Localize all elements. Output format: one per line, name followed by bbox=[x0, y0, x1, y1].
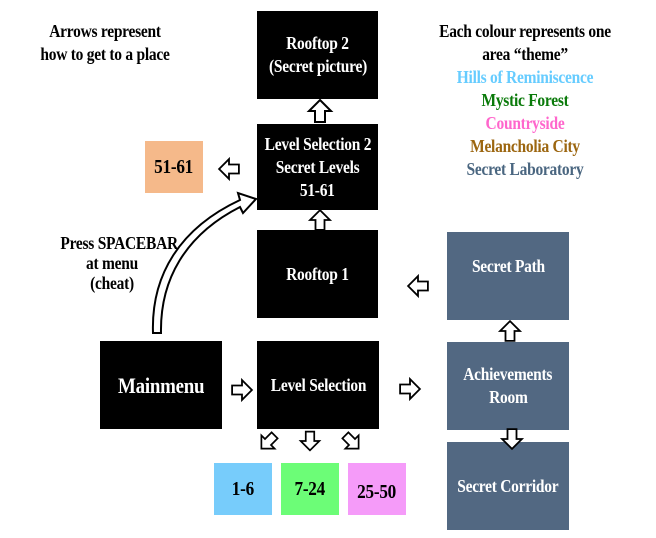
node-secret-levels-51-61-label: 51-61 bbox=[154, 155, 194, 178]
node-secret-path-label: Secret Path bbox=[471, 256, 545, 276]
node-achievements-room-line-2: Room bbox=[488, 387, 528, 407]
node-levels-1-6-label: 1-6 bbox=[231, 477, 255, 500]
arrow-up-to-secret-path bbox=[499, 320, 521, 342]
arrow-right-to-achievements bbox=[399, 378, 421, 400]
legend-title-line-1: Each colour represents one bbox=[439, 21, 611, 41]
node-rooftop-2-line-2: (Secret picture) bbox=[268, 56, 367, 76]
node-rooftop-1: Rooftop 1 bbox=[257, 230, 378, 318]
legend-title-line-2: area “theme” bbox=[482, 44, 568, 64]
node-levels-1-6: 1-6 bbox=[214, 463, 272, 515]
legend-item-secret-laboratory: Secret Laboratory bbox=[466, 159, 584, 179]
arrow-up-to-level-selection-2 bbox=[309, 209, 331, 231]
node-achievements-room: Achievements Room bbox=[447, 342, 569, 430]
node-rooftop-1-label: Rooftop 1 bbox=[286, 263, 349, 284]
arrows-note-line-2: how to get to a place bbox=[40, 44, 170, 64]
node-mainmenu-label: Mainmenu bbox=[117, 372, 205, 398]
node-secret-corridor-label: Secret Corridor bbox=[457, 475, 559, 496]
node-level-selection-label: Level Selection bbox=[270, 374, 366, 395]
cheat-note: Press SPACEBAR at menu (cheat) bbox=[60, 233, 178, 293]
cheat-note-line-1: Press SPACEBAR bbox=[60, 233, 178, 253]
arrow-down-to-levels-7-24 bbox=[299, 430, 321, 452]
arrow-curved-cheat bbox=[151, 191, 258, 334]
legend-item-melancholia-city: Melancholia City bbox=[470, 136, 580, 156]
arrow-down-left-to-levels-1-6 bbox=[253, 427, 283, 457]
legend-item-hills: Hills of Reminiscence bbox=[456, 67, 594, 87]
arrow-up-to-rooftop-2 bbox=[308, 99, 332, 123]
node-levels-25-50: 25-50 bbox=[348, 463, 406, 515]
node-mainmenu: Mainmenu bbox=[100, 341, 222, 429]
node-secret-path: Secret Path bbox=[447, 232, 569, 320]
node-achievements-room-line-1: Achievements bbox=[463, 364, 553, 384]
arrows-note: Arrows represent how to get to a place bbox=[23, 20, 186, 66]
node-level-selection-2-line-3: 51-61 bbox=[300, 179, 335, 200]
node-rooftop-2: Rooftop 2 (Secret picture) bbox=[257, 11, 378, 99]
legend-item-mystic-forest: Mystic Forest bbox=[481, 90, 569, 110]
node-rooftop-2-line-1: Rooftop 2 bbox=[286, 33, 349, 53]
legend-item-countryside: Countryside bbox=[485, 113, 565, 133]
node-levels-7-24: 7-24 bbox=[281, 463, 339, 515]
cheat-note-line-3: (cheat) bbox=[90, 273, 134, 293]
arrows-note-line-1: Arrows represent bbox=[49, 21, 161, 41]
node-secret-levels-51-61: 51-61 bbox=[145, 141, 203, 193]
arrow-left-to-secret-levels bbox=[218, 158, 240, 180]
arrow-left-to-rooftop-1 bbox=[407, 275, 429, 297]
node-levels-7-24-label: 7-24 bbox=[294, 477, 326, 500]
node-level-selection-2: Level Selection 2 Secret Levels 51-61 bbox=[257, 124, 378, 210]
node-level-selection-2-line-1: Level Selection 2 bbox=[264, 133, 371, 154]
node-level-selection: Level Selection bbox=[257, 341, 379, 429]
arrow-right-to-level-selection bbox=[231, 379, 253, 401]
node-secret-corridor: Secret Corridor bbox=[447, 442, 569, 530]
node-level-selection-2-line-2: Secret Levels bbox=[275, 156, 360, 177]
cheat-note-line-2: at menu bbox=[86, 253, 138, 273]
arrow-down-right-to-levels-25-50 bbox=[337, 427, 367, 457]
legend: Each colour represents one area “theme” … bbox=[422, 20, 628, 181]
node-levels-25-50-label: 25-50 bbox=[357, 480, 397, 503]
